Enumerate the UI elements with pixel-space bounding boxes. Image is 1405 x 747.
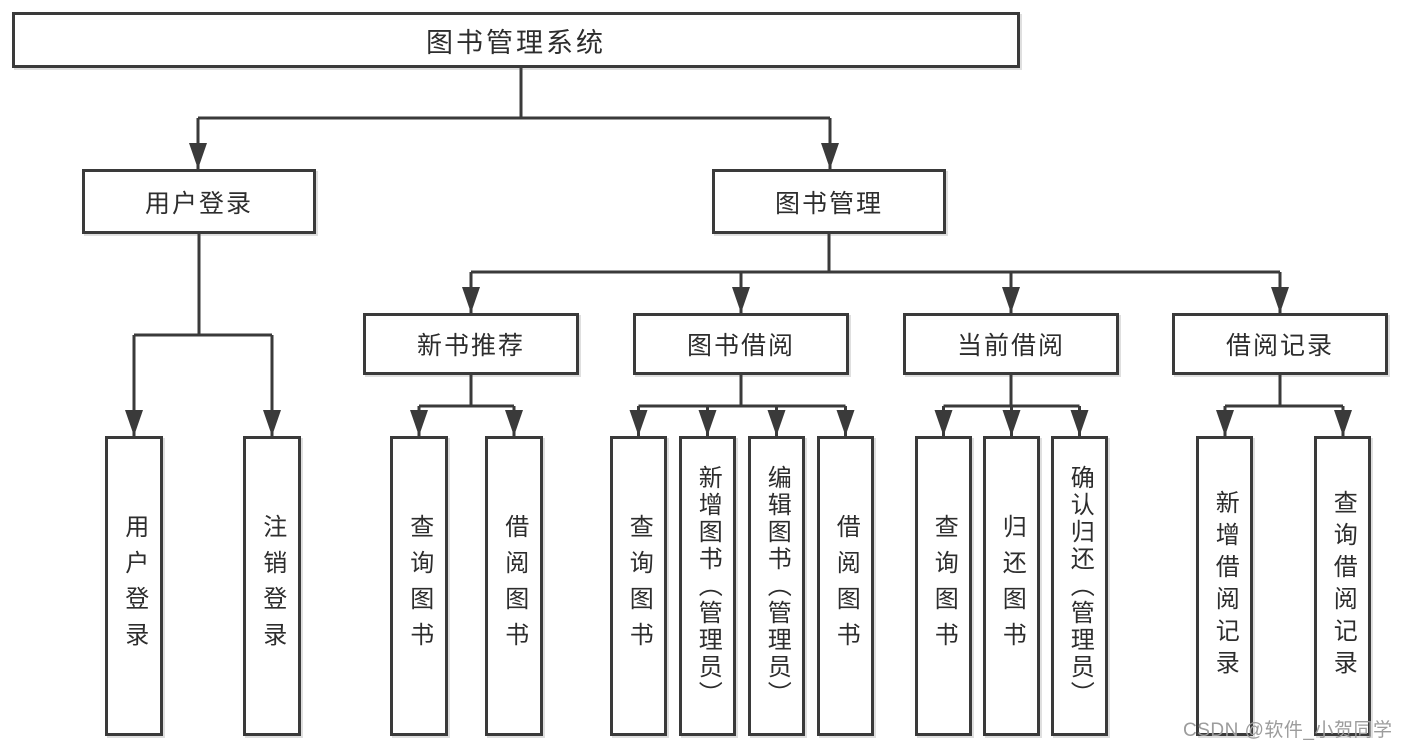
leaf-borrow-books-1-label: 借阅图书 [500, 514, 528, 658]
leaf-return-books: 归还图书 [983, 436, 1040, 736]
wire-current-borrowing-split [943, 375, 1080, 408]
node-book-management: 图书管理 [712, 169, 946, 234]
leaf-edit-book-admin: 编辑图书（管理员） [748, 436, 805, 736]
leaf-query-borrow-record-label: 查询借阅记录 [1329, 490, 1357, 682]
node-user-login: 用户登录 [82, 169, 316, 234]
leaf-add-borrow-record-label: 新增借阅记录 [1211, 490, 1239, 682]
node-root-label: 图书管理系统 [426, 27, 606, 58]
node-book-management-label: 图书管理 [774, 189, 883, 218]
node-new-book-recommend-label: 新书推荐 [416, 332, 525, 360]
wire-borrowing-records-split [1225, 375, 1343, 408]
wire-book-borrowing-split [638, 375, 846, 408]
leaf-query-books-2-label: 查询图书 [625, 514, 653, 658]
leaf-add-book-admin: 新增图书（管理员） [679, 436, 736, 736]
node-new-book-recommend: 新书推荐 [363, 313, 579, 375]
node-root: 图书管理系统 [12, 12, 1020, 68]
wire-user-login-split [134, 234, 272, 337]
leaf-user-login-label: 用户登录 [120, 514, 148, 658]
leaf-return-books-label: 归还图书 [998, 514, 1026, 658]
leaf-confirm-return-admin-label: 确认归还（管理员） [1066, 464, 1094, 708]
leaf-query-books-1-label: 查询图书 [405, 514, 433, 658]
wire-new-book-split [419, 375, 514, 408]
node-borrowing-records-label: 借阅记录 [1225, 332, 1334, 360]
leaf-logout: 注销登录 [243, 436, 301, 736]
wire-root-split [198, 68, 830, 120]
node-book-borrowing-label: 图书借阅 [686, 332, 795, 360]
leaf-add-book-admin-label: 新增图书（管理员） [694, 464, 722, 708]
leaf-query-borrow-record: 查询借阅记录 [1314, 436, 1371, 736]
leaf-query-books-2: 查询图书 [610, 436, 667, 736]
leaf-edit-book-admin-label: 编辑图书（管理员） [763, 464, 791, 708]
leaf-query-books-3: 查询图书 [915, 436, 972, 736]
csdn-watermark: CSDN @软件_小贺同学 [1183, 720, 1393, 741]
leaf-borrow-books-2-label: 借阅图书 [832, 514, 860, 658]
node-user-login-label: 用户登录 [144, 189, 253, 218]
leaf-borrow-books-1: 借阅图书 [485, 436, 543, 736]
leaf-confirm-return-admin: 确认归还（管理员） [1051, 436, 1108, 736]
leaf-query-books-3-label: 查询图书 [930, 514, 958, 658]
leaf-logout-label: 注销登录 [258, 514, 286, 658]
node-borrowing-records: 借阅记录 [1172, 313, 1388, 375]
node-current-borrowing: 当前借阅 [903, 313, 1119, 375]
leaf-borrow-books-2: 借阅图书 [817, 436, 874, 736]
node-book-borrowing: 图书借阅 [633, 313, 849, 375]
leaf-user-login: 用户登录 [105, 436, 163, 736]
leaf-add-borrow-record: 新增借阅记录 [1196, 436, 1253, 736]
leaf-query-books-1: 查询图书 [390, 436, 448, 736]
node-current-borrowing-label: 当前借阅 [956, 332, 1065, 360]
wire-book-management-split [471, 234, 1280, 274]
